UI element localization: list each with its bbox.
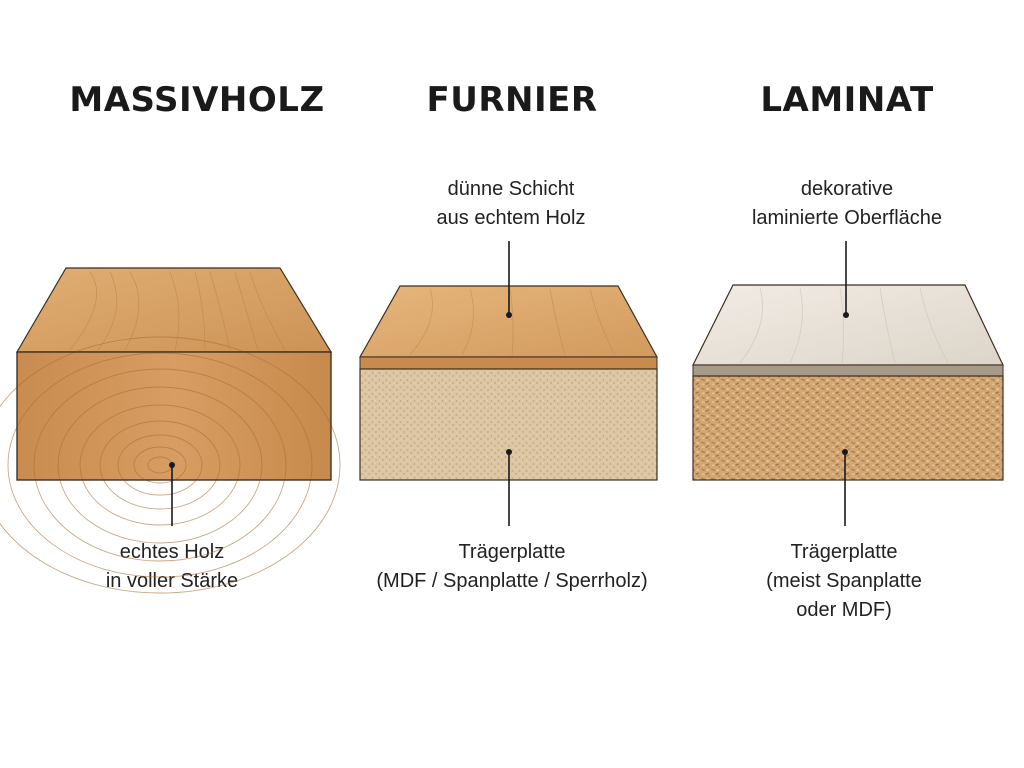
- furnier-veneer-edge: [359, 356, 658, 370]
- label-laminat-substrate: Trägerplatte (meist Spanplatte oder MDF): [766, 538, 922, 625]
- label-line: dekorative: [800, 178, 894, 200]
- label-line: (MDF / Spanplatte / Sperrholz): [376, 570, 648, 592]
- massivholz-top-grain: [69, 271, 286, 351]
- laminat-surface-edge: [692, 364, 1004, 377]
- label-line: Trägerplatte: [790, 541, 898, 563]
- laminat-substrate: [692, 375, 1004, 481]
- label-line: (meist Spanplatte: [766, 570, 922, 592]
- label-line: aus echtem Holz: [436, 207, 586, 229]
- label-line: dünne Schicht: [447, 178, 575, 200]
- title-furnier: FURNIER: [426, 80, 598, 120]
- title-massivholz: MASSIVHOLZ: [69, 80, 325, 120]
- massivholz-growth-rings: [0, 336, 341, 594]
- label-furnier-veneer: dünne Schicht aus echtem Holz: [437, 175, 586, 233]
- massivholz-front-face: [16, 351, 332, 481]
- laminat-block: [692, 241, 1004, 526]
- title-laminat: LAMINAT: [760, 80, 934, 120]
- label-line: Trägerplatte: [458, 541, 566, 563]
- label-line: laminierte Oberfläche: [751, 207, 943, 229]
- furnier-block: [358, 241, 659, 526]
- label-line: oder MDF): [796, 599, 892, 621]
- label-line: echtes Holz: [119, 541, 225, 563]
- label-laminat-surface: dekorative laminierte Oberfläche: [752, 175, 942, 233]
- laminat-surface-top: [692, 284, 1004, 366]
- massivholz-block: [0, 267, 341, 594]
- massivholz-top-face: [15, 267, 333, 353]
- label-furnier-substrate: Trägerplatte (MDF / Spanplatte / Sperrho…: [376, 538, 647, 596]
